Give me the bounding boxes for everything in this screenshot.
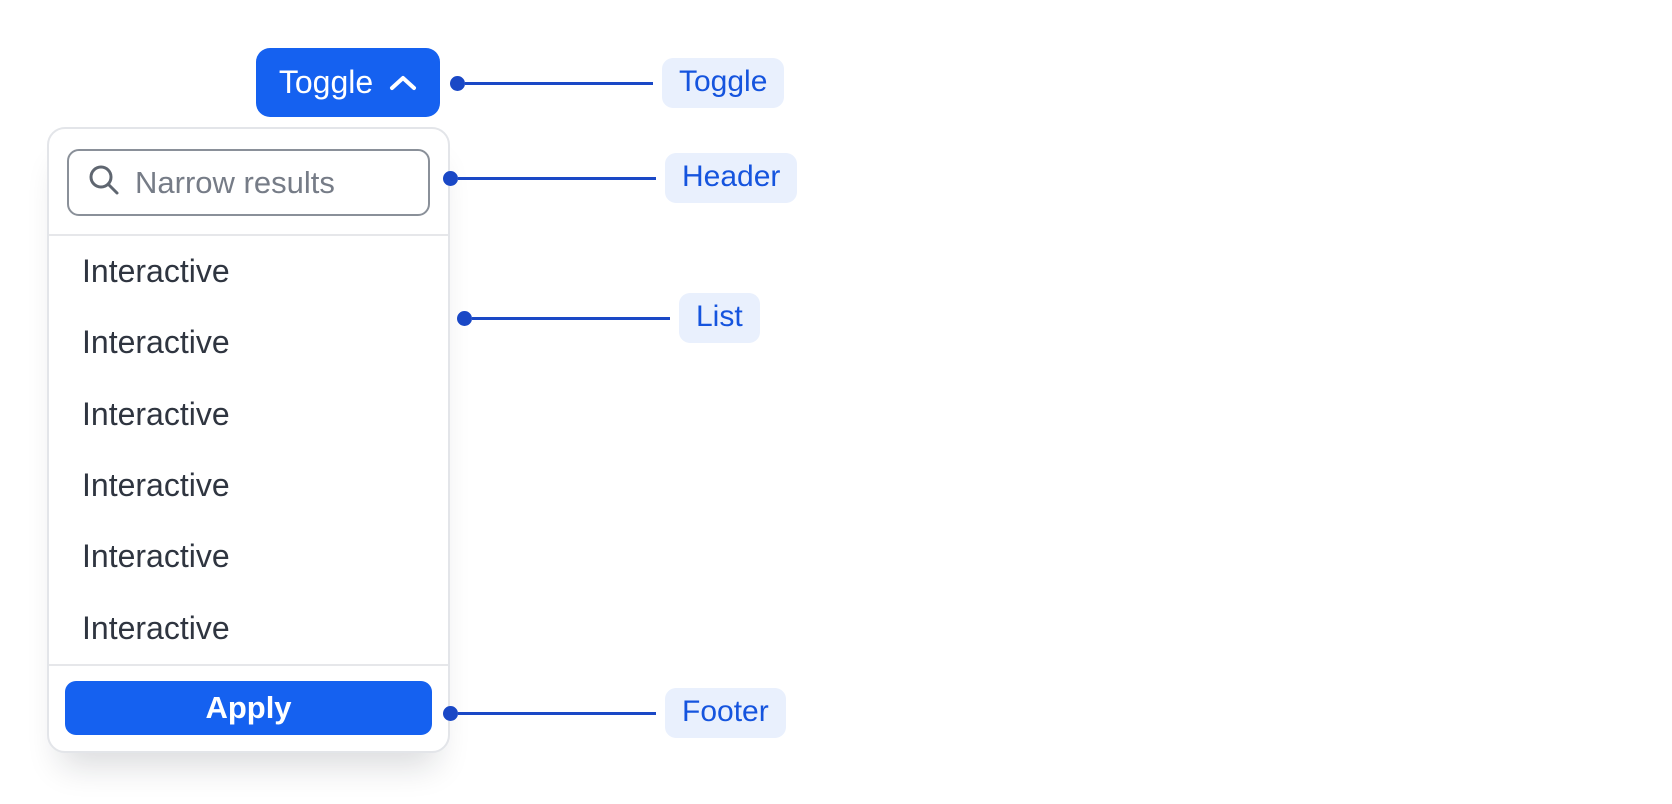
list-item[interactable]: Interactive <box>82 324 230 361</box>
annotation-label-toggle: Toggle <box>662 58 785 108</box>
annotation-label-list: List <box>679 293 760 343</box>
annotation-line <box>458 176 656 180</box>
apply-button[interactable]: Apply <box>65 681 432 735</box>
search-icon <box>87 163 121 202</box>
annotation-dot <box>457 310 472 326</box>
toggle-button-label: Toggle <box>278 64 374 100</box>
annotation-list: List <box>457 293 760 343</box>
list-item[interactable]: Interactive <box>82 253 230 290</box>
dropdown-list: Interactive Interactive Interactive Inte… <box>49 236 448 664</box>
annotation-header: Header <box>443 153 798 203</box>
chevron-up-icon <box>389 74 417 92</box>
dropdown-footer: Apply <box>49 664 448 751</box>
annotation-toggle: Toggle <box>450 58 785 108</box>
dropdown-header <box>49 129 448 236</box>
list-item[interactable]: Interactive <box>82 467 230 504</box>
search-box[interactable] <box>67 149 430 216</box>
list-item[interactable]: Interactive <box>82 609 230 646</box>
annotation-line <box>458 711 656 715</box>
dropdown-panel: Interactive Interactive Interactive Inte… <box>47 127 450 753</box>
annotation-dot <box>450 75 465 91</box>
annotation-line <box>465 81 653 85</box>
annotation-label-footer: Footer <box>665 688 786 738</box>
search-input[interactable] <box>135 164 410 201</box>
annotation-line <box>472 316 670 320</box>
list-item[interactable]: Interactive <box>82 395 230 432</box>
toggle-button[interactable]: Toggle <box>256 48 440 117</box>
list-item[interactable]: Interactive <box>82 538 230 575</box>
annotation-label-header: Header <box>665 153 798 203</box>
annotation-footer: Footer <box>443 688 786 738</box>
